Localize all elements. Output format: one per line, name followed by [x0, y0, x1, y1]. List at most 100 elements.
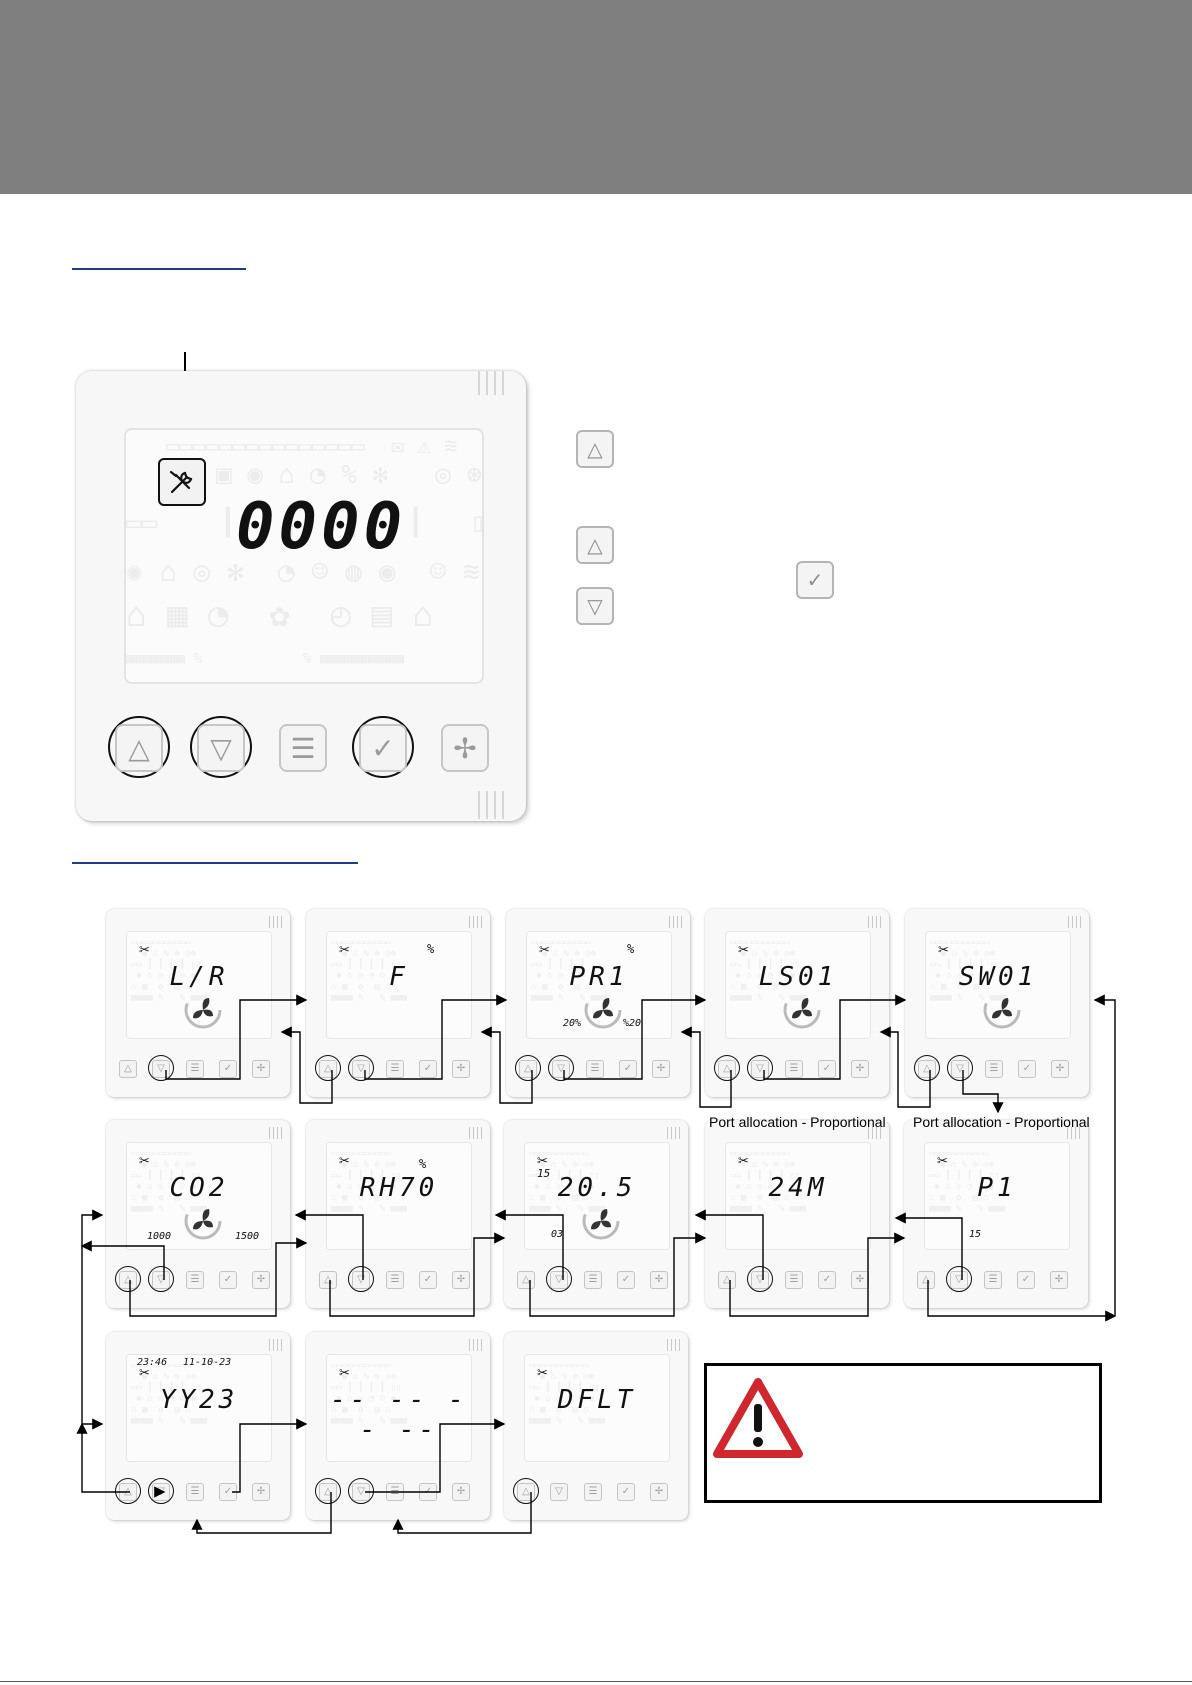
thumb-display-code: SW01	[958, 962, 1038, 992]
thumb-display-code: F	[389, 962, 409, 992]
menu-icon[interactable]: ☰	[586, 1060, 604, 1078]
menu-icon[interactable]: ☰	[186, 1271, 204, 1289]
flow-screen: ▭▭▭▭▭▭▭▭▭▭▭ ◉ ⌂ % ✻ ◎⊛ ▭▭ ┃ ┃ ┃ ┃ ▯▯ ✺ ⌂…	[306, 909, 490, 1097]
fan-icon[interactable]: ✢	[851, 1060, 869, 1078]
fan-icon[interactable]: ✢	[851, 1271, 869, 1289]
fan-icon[interactable]: ✢	[252, 1060, 270, 1078]
flow-screen: ▭▭▭▭▭▭▭▭▭▭▭ ◉ ⌂ % ✻ ◎⊛ ▭▭ ┃ ┃ ┃ ┃ ▯▯ ✺ ⌂…	[504, 1332, 688, 1520]
wrench-screwdriver-icon: ✂	[339, 1153, 350, 1168]
down-button-highlight	[947, 1055, 973, 1081]
fan-icon[interactable]: ✢	[650, 1271, 668, 1289]
port-label-2: Port allocation - Proportional	[913, 1114, 1090, 1130]
port-label-1: Port allocation - Proportional	[709, 1114, 886, 1130]
down-button-highlight	[148, 1055, 174, 1081]
thumb-display-code: 20.5	[557, 1173, 637, 1203]
down-button-highlight	[348, 1266, 374, 1292]
flow-screen: ▭▭▭▭▭▭▭▭▭▭▭ ◉ ⌂ % ✻ ◎⊛ ▭▭ ┃ ┃ ┃ ┃ ▯▯ ✺ ⌂…	[904, 1120, 1088, 1308]
menu-icon[interactable]: ☰	[985, 1060, 1003, 1078]
fan-icon[interactable]: ✢	[1050, 1271, 1068, 1289]
wrench-screwdriver-icon: ✂	[539, 942, 550, 957]
check-icon[interactable]: ✓	[419, 1060, 437, 1078]
thumb-display-code: RH70	[359, 1173, 439, 1203]
wrench-screwdriver-icon: ✂	[938, 942, 949, 957]
check-icon[interactable]: ✓	[617, 1483, 635, 1501]
down-button-highlight	[546, 1266, 572, 1292]
down-arrow-icon[interactable]: ▽	[197, 724, 245, 772]
fan-icon[interactable]: ✢	[650, 1483, 668, 1501]
unit-symbol: %	[427, 942, 435, 956]
wrench-screwdriver-icon: ✂	[537, 1153, 548, 1168]
menu-icon[interactable]: ☰	[279, 724, 327, 772]
check-icon[interactable]: ✓	[818, 1271, 836, 1289]
flow-screen: ▭▭▭▭▭▭▭▭▭▭▭ ◉ ⌂ % ✻ ◎⊛ ▭▭ ┃ ┃ ┃ ┃ ▯▯ ✺ ⌂…	[106, 1332, 290, 1520]
fan-icon[interactable]: ✢	[452, 1060, 470, 1078]
menu-icon[interactable]: ☰	[785, 1060, 803, 1078]
header-band	[0, 0, 1192, 194]
thumb-display-code: DFLT	[557, 1385, 637, 1415]
thumb-display-code: L/R	[169, 962, 229, 992]
up-arrow-icon[interactable]: △	[115, 724, 163, 772]
up-button-highlight	[513, 1478, 539, 1504]
check-icon[interactable]: ✓	[619, 1060, 637, 1078]
check-icon[interactable]: ✓	[359, 724, 407, 772]
fan-icon[interactable]: ✢	[1051, 1060, 1069, 1078]
menu-icon[interactable]: ☰	[386, 1271, 404, 1289]
wrench-screwdriver-icon: ✂	[339, 1365, 350, 1380]
check-icon[interactable]: ✓	[1017, 1271, 1035, 1289]
fan-icon[interactable]: ✢	[452, 1271, 470, 1289]
wrench-screwdriver-icon: ✂	[738, 942, 749, 957]
fan-icon[interactable]: ✢	[452, 1483, 470, 1501]
thumb-display-code: PR1	[569, 962, 629, 992]
range-low: 20%	[563, 1018, 582, 1029]
up-button-highlight	[315, 1055, 341, 1081]
thumb-display-code: 24M	[768, 1173, 828, 1203]
thumb-lcd: ▭▭▭▭▭▭▭▭▭▭▭ ◉ ⌂ % ✻ ◎⊛ ▭▭ ┃ ┃ ┃ ┃ ▯▯ ✺ ⌂…	[524, 1142, 670, 1250]
fan-icon[interactable]: ✢	[652, 1060, 670, 1078]
thumb-lcd: ▭▭▭▭▭▭▭▭▭▭▭ ◉ ⌂ % ✻ ◎⊛ ▭▭ ┃ ┃ ┃ ┃ ▯▯ ✺ ⌂…	[126, 931, 272, 1039]
fan-icon[interactable]: ✢	[441, 724, 489, 772]
thumb-lcd: ▭▭▭▭▭▭▭▭▭▭▭ ◉ ⌂ % ✻ ◎⊛ ▭▭ ┃ ┃ ┃ ┃ ▯▯ ✺ ⌂…	[326, 931, 472, 1039]
up-button-highlight	[714, 1055, 740, 1081]
menu-icon[interactable]: ☰	[186, 1060, 204, 1078]
up-arrow-icon[interactable]: △	[517, 1271, 535, 1289]
flow-screen: ▭▭▭▭▭▭▭▭▭▭▭ ◉ ⌂ % ✻ ◎⊛ ▭▭ ┃ ┃ ┃ ┃ ▯▯ ✺ ⌂…	[504, 1120, 688, 1308]
up-arrow-icon[interactable]: △	[917, 1271, 935, 1289]
fan-icon[interactable]: ✢	[252, 1483, 270, 1501]
check-icon[interactable]: ✓	[419, 1271, 437, 1289]
flow-screen: ▭▭▭▭▭▭▭▭▭▭▭ ◉ ⌂ % ✻ ◎⊛ ▭▭ ┃ ┃ ┃ ┃ ▯▯ ✺ ⌂…	[306, 1120, 490, 1308]
menu-icon[interactable]: ☰	[584, 1271, 602, 1289]
menu-icon[interactable]: ☰	[584, 1483, 602, 1501]
up-arrow-icon[interactable]: △	[319, 1271, 337, 1289]
thumb-lcd: ▭▭▭▭▭▭▭▭▭▭▭ ◉ ⌂ % ✻ ◎⊛ ▭▭ ┃ ┃ ┃ ┃ ▯▯ ✺ ⌂…	[725, 1142, 871, 1250]
check-icon[interactable]: ✓	[818, 1060, 836, 1078]
thumb-lcd: ▭▭▭▭▭▭▭▭▭▭▭ ◉ ⌂ % ✻ ◎⊛ ▭▭ ┃ ┃ ┃ ┃ ▯▯ ✺ ⌂…	[925, 931, 1071, 1039]
fan-icon[interactable]: ✢	[252, 1271, 270, 1289]
check-button-highlight	[352, 716, 414, 778]
check-icon[interactable]: ✓	[1018, 1060, 1036, 1078]
range-high: 1500	[235, 1231, 260, 1242]
down-arrow-icon[interactable]: ▽	[550, 1483, 568, 1501]
check-icon[interactable]: ✓	[617, 1271, 635, 1289]
thumb-lcd: ▭▭▭▭▭▭▭▭▭▭▭ ◉ ⌂ % ✻ ◎⊛ ▭▭ ┃ ┃ ┃ ┃ ▯▯ ✺ ⌂…	[126, 1142, 272, 1250]
controller-device: ▭▭▭▭▭▭▭▭▭▭▭▭▭▭▭ ✉ ⚠ ≋ ▣ ◉ ⌂ ◔ % ✻ ◎ ⊛ ∞ …	[76, 371, 526, 821]
menu-icon[interactable]: ☰	[984, 1271, 1002, 1289]
check-icon[interactable]: ✓	[219, 1483, 237, 1501]
thumb-lcd: ▭▭▭▭▭▭▭▭▭▭▭ ◉ ⌂ % ✻ ◎⊛ ▭▭ ┃ ┃ ┃ ┃ ▯▯ ✺ ⌂…	[725, 931, 871, 1039]
warning-box	[704, 1363, 1102, 1503]
up-arrow-icon[interactable]: △	[718, 1271, 736, 1289]
menu-icon[interactable]: ☰	[386, 1060, 404, 1078]
check-icon[interactable]: ✓	[219, 1271, 237, 1289]
menu-icon[interactable]: ☰	[186, 1483, 204, 1501]
check-icon[interactable]: ✓	[419, 1483, 437, 1501]
down-button-highlight	[148, 1478, 174, 1504]
menu-icon[interactable]: ☰	[386, 1483, 404, 1501]
up-arrow-icon[interactable]: △	[119, 1060, 137, 1078]
check-icon[interactable]: ✓	[219, 1060, 237, 1078]
range-high: %20	[623, 1018, 642, 1029]
wrench-screwdriver-icon: ✂	[139, 1153, 150, 1168]
up-button-highlight	[108, 716, 170, 778]
fan-icon	[584, 991, 622, 1029]
up-arrow-icon: △	[576, 430, 614, 468]
menu-icon[interactable]: ☰	[785, 1271, 803, 1289]
wrench-screwdriver-icon: ✂	[139, 1365, 150, 1380]
